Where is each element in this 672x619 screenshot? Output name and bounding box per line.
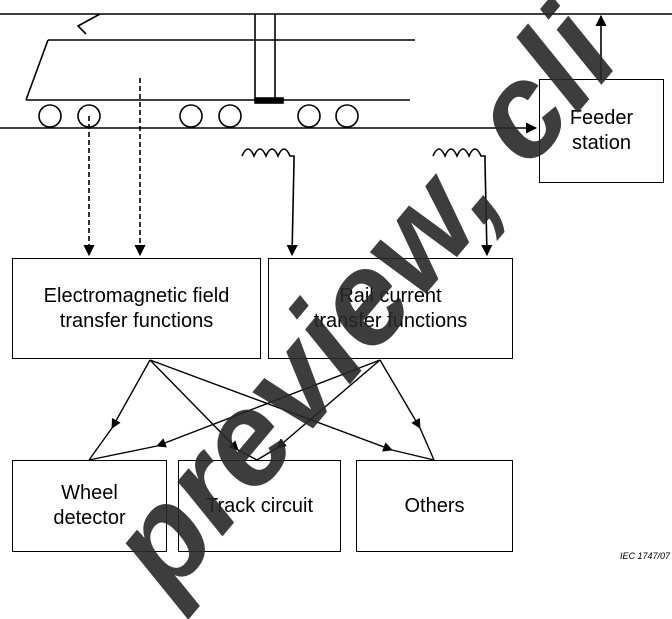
cross-arrows (88, 359, 435, 461)
pantograph (76, 13, 101, 35)
em-transfer-functions-box: Electromagnetic field transfer functions (12, 258, 261, 359)
coil-sensor-2 (432, 148, 493, 257)
rail-transfer-functions-box: Rail current transfer functions (268, 258, 513, 359)
feeder-station-label: Feeder station (569, 107, 634, 154)
wheel-detector-box: Wheel detector (12, 460, 167, 552)
feeder-station-box: Feeder station (539, 79, 664, 183)
figure-reference: IEC 1747/07 (619, 551, 670, 561)
train-wheels (38, 104, 359, 128)
train-body (25, 14, 415, 104)
wheel-detector-label: Wheel detector (53, 482, 126, 529)
track-circuit-label: Track circuit (205, 494, 314, 517)
train-signalling-diagram (0, 13, 672, 461)
em-transfer-functions-label: Electromagnetic field transfer functions (43, 284, 230, 332)
rail-transfer-functions-label: Rail current transfer functions (313, 284, 468, 332)
track-circuit-box: Track circuit (178, 460, 341, 552)
others-box: Others (356, 460, 513, 552)
coil-sensor-1 (241, 148, 298, 257)
others-label: Others (404, 494, 465, 517)
